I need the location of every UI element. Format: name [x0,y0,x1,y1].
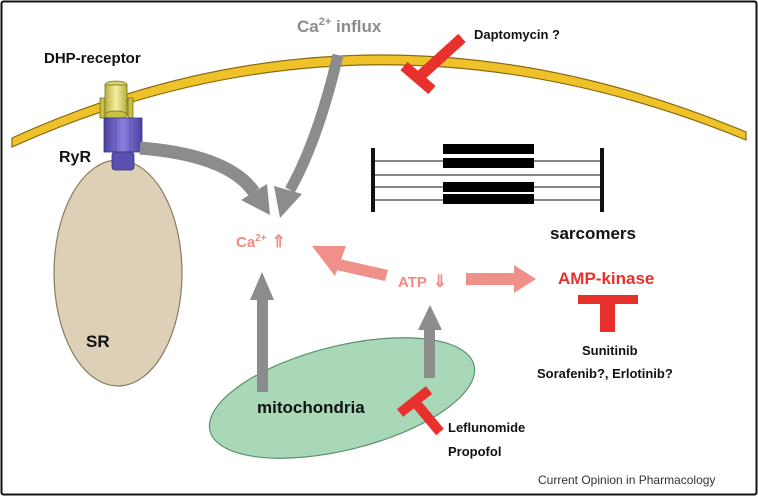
mito-to-ca-arrowhead [250,272,274,300]
sarcomers-label: sarcomers [550,224,636,243]
sr-label: SR [86,332,110,351]
daptomycin-label: Daptomycin ? [474,27,560,42]
sarcomere-icon [371,144,604,212]
cell-membrane [11,54,747,148]
source-credit: Current Opinion in Pharmacology [538,473,715,487]
mitochondria-label: mitochondria [257,398,365,417]
amp-kinase-label: AMP-kinase [558,269,654,288]
propofol-label: Propofol [448,444,501,459]
atp-to-ampk-arrowhead [514,265,536,293]
ca-level-label: Ca2+⇑ [236,232,286,251]
atp-to-ca-arrow [332,258,388,281]
atp-label: ATP⇓ [398,272,447,291]
dhp-receptor-label: DHP-receptor [44,50,141,67]
mito-to-ca-arrow [257,298,268,392]
ryr-icon [103,117,143,171]
atp-to-ampk-arrow [466,273,516,285]
atp-to-ca-arrowhead [312,246,346,276]
ca-influx-label: Ca2+ influx [297,16,382,36]
ca-influx-arrowhead [274,186,302,218]
daptomycin-inhibitor-icon [400,33,466,95]
leflunomide-label: Leflunomide [448,420,525,435]
sunitinib-label: Sunitinib [582,343,638,358]
mito-to-atp-arrow [424,328,435,378]
mitochondria-ellipse [208,337,476,459]
sr-ellipse [53,159,183,387]
dhp-receptor-icon [99,80,134,120]
ryr-to-ca-arrow [139,141,260,196]
ryr-to-ca-arrowhead [241,184,270,215]
ampk-inhibitor-icon [578,295,638,332]
ryr-label: RyR [59,149,91,166]
mito-inhibitor-icon [396,386,444,436]
mito-to-atp-arrowhead [418,305,442,330]
ca-influx-arrow [285,53,344,193]
sorafenib-label: Sorafenib?, Erlotinib? [537,366,673,381]
